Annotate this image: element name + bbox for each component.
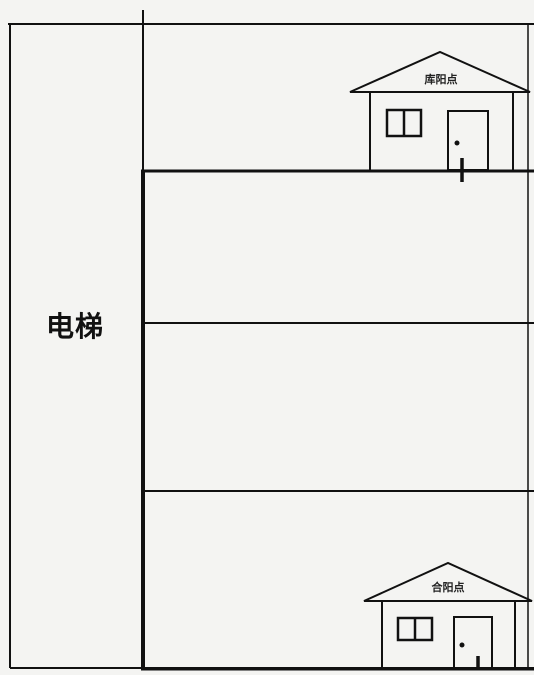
top-house-sign: 库阳点 bbox=[425, 72, 458, 86]
top-house-door bbox=[447, 110, 489, 171]
bottom-house-door-knob bbox=[459, 642, 465, 648]
top-house: 库阳点 bbox=[349, 50, 531, 182]
elevator-label: 电梯 bbox=[46, 310, 105, 343]
bottom-house: 合阳点 bbox=[363, 561, 533, 670]
top-house-roof bbox=[349, 50, 531, 93]
top-house-door-knob bbox=[454, 140, 460, 146]
bottom-house-sign: 合阳点 bbox=[432, 580, 465, 594]
bottom-house-door bbox=[453, 616, 493, 670]
bottom-house-roof bbox=[363, 561, 533, 602]
